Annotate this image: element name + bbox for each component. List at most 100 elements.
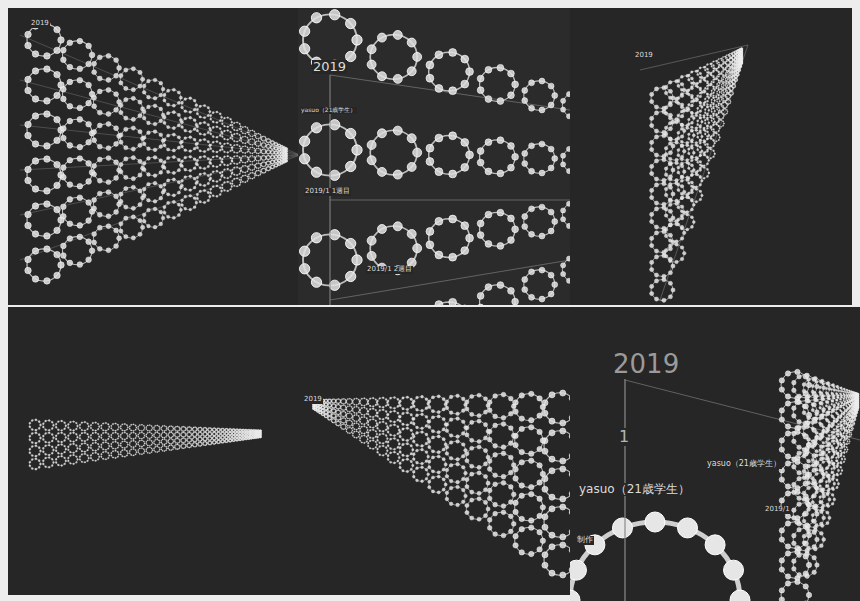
sphere-node: [654, 279, 658, 283]
sphere-node: [124, 205, 128, 209]
sphere-node: [252, 130, 253, 131]
sphere-node: [497, 170, 504, 177]
sphere-node: [548, 102, 554, 108]
sphere-node: [741, 64, 742, 65]
ring-line: [562, 92, 570, 118]
sphere-node: [233, 185, 235, 187]
sphere-node: [258, 133, 259, 134]
sphere-node: [196, 163, 198, 165]
ring-line: [62, 41, 92, 69]
sphere-node: [247, 161, 248, 162]
sphere-node: [199, 167, 201, 169]
sphere-node: [239, 168, 241, 170]
ring-line: [278, 159, 281, 162]
sphere-node: [548, 291, 554, 297]
sphere-node: [189, 169, 192, 172]
sphere-node: [260, 150, 261, 151]
sphere-node: [265, 143, 266, 144]
sphere-node: [167, 148, 170, 151]
sphere-node: [114, 176, 119, 181]
sphere-node: [716, 114, 717, 115]
sphere-node: [241, 128, 242, 129]
sphere-node: [131, 185, 135, 189]
sphere-node: [54, 71, 60, 77]
sphere-node: [732, 94, 733, 95]
sphere-node: [199, 139, 201, 141]
guide-line: [20, 155, 298, 260]
sphere-node: [539, 204, 545, 210]
sphere-node: [270, 151, 271, 152]
sphere-node: [219, 172, 221, 174]
sphere-node: [466, 234, 474, 242]
sphere-node: [262, 136, 263, 137]
sphere-node: [508, 287, 515, 294]
sphere-node: [138, 203, 142, 207]
sphere-node: [723, 115, 724, 116]
sphere-node: [734, 76, 735, 77]
sphere-node: [346, 161, 356, 171]
sphere-node: [732, 80, 733, 81]
ring-line: [732, 80, 736, 83]
ring-line: [732, 84, 736, 87]
sphere-node: [664, 234, 668, 238]
sphere-node: [54, 206, 60, 212]
sphere-node: [189, 194, 192, 197]
sphere-node: [279, 151, 280, 152]
sphere-node: [131, 117, 135, 121]
sphere-node: [449, 132, 457, 140]
sphere-node: [263, 172, 264, 173]
sphere-node: [461, 138, 469, 146]
sphere-node: [277, 145, 278, 146]
sphere-node: [710, 157, 712, 159]
sphere-node: [142, 84, 146, 88]
sphere-node: [138, 130, 142, 134]
sphere-node: [737, 73, 738, 74]
sphere-node: [266, 169, 267, 170]
sphere-node: [119, 133, 123, 137]
sphere-node: [268, 148, 269, 149]
sphere-node: [189, 189, 192, 192]
sphere-node: [269, 139, 270, 140]
sphere-node: [254, 167, 255, 168]
sphere-node: [713, 129, 715, 131]
sphere-node: [276, 146, 277, 147]
ring-line: [283, 147, 285, 149]
sphere-node: [250, 144, 251, 145]
sphere-node: [163, 211, 166, 214]
sphere-node: [718, 139, 720, 141]
sphere-node: [250, 147, 251, 148]
sphere-node: [736, 71, 737, 72]
sphere-node: [224, 164, 226, 166]
sphere-node: [250, 139, 251, 140]
sphere-node: [159, 81, 163, 85]
sphere-node: [728, 99, 729, 100]
sphere-node: [216, 151, 218, 153]
sphere-node: [119, 222, 123, 226]
sphere-node: [193, 128, 196, 131]
sphere-node: [277, 147, 278, 148]
sphere-node: [67, 157, 73, 163]
sphere-node: [703, 177, 705, 179]
sphere-node: [733, 93, 734, 94]
sphere-node: [285, 158, 286, 159]
sphere-node: [485, 241, 492, 248]
ring-line: [688, 160, 702, 173]
sphere-node: [393, 74, 402, 83]
sphere-node: [271, 150, 272, 151]
sphere-node: [726, 92, 727, 93]
ring-line: [120, 69, 142, 90]
sphere-node: [25, 76, 31, 82]
sphere-node: [477, 220, 484, 227]
sphere-node: [240, 126, 242, 128]
sphere-node: [245, 162, 246, 163]
sphere-node: [740, 67, 741, 68]
sphere-node: [119, 140, 123, 144]
sphere-node: [680, 257, 684, 261]
sphere-node: [199, 105, 201, 107]
sphere-node: [715, 140, 717, 142]
ring-line: [370, 35, 417, 80]
sphere-node: [281, 151, 282, 152]
sphere-node: [280, 145, 281, 146]
ring-line: [274, 147, 277, 150]
